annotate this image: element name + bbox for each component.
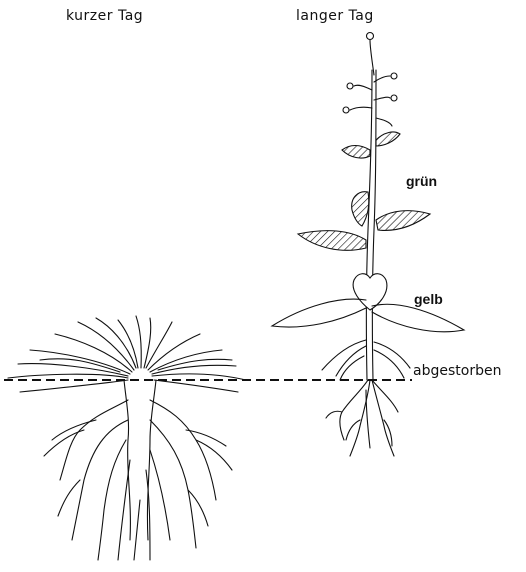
heading-long-day: langer Tag [296,8,374,24]
dead-leaves [322,340,410,380]
label-yellow: gelb [414,291,443,307]
flowering-plant [272,33,464,457]
label-dead: abgestorben [413,363,501,379]
label-green: grün [406,173,437,189]
flowering-stem [366,70,372,380]
heading-short-day: kurzer Tag [66,8,143,24]
green-leaves [298,132,430,250]
rosette-plant [8,316,246,560]
rosette-leaves [8,316,246,392]
rosette-roots [44,380,232,560]
inflorescence [343,33,397,127]
flowering-roots [326,380,398,456]
